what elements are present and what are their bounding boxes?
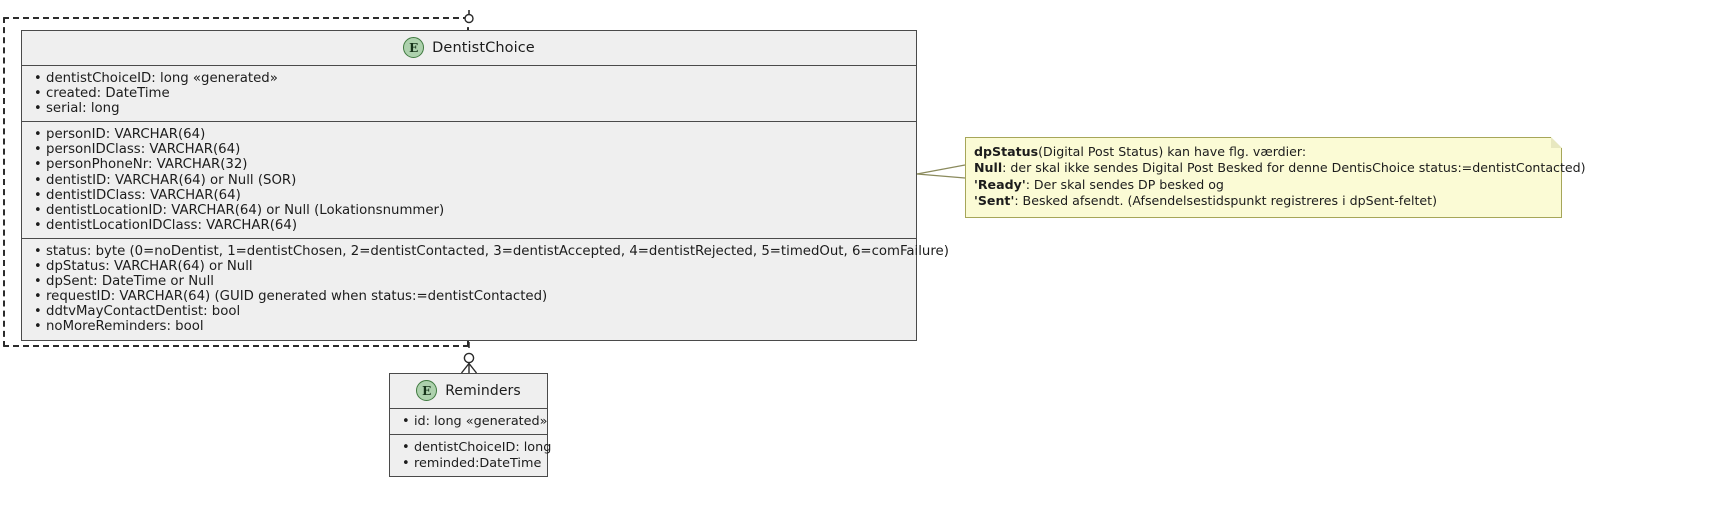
note-line: 'Sent': Besked afsendt. (Afsendelsestids… xyxy=(974,193,1553,209)
note-line-emphasis: Null xyxy=(974,160,1003,176)
dentistchoice-status-compartment: status: byte (0=noDentist, 1=dentistChos… xyxy=(22,237,949,340)
entity-dentistchoice-header: E DentistChoice xyxy=(22,31,916,66)
note-line: 'Ready': Der skal sendes DP besked og xyxy=(974,177,1553,193)
entity-reminders[interactable]: E Reminders id: long «generated» dentist… xyxy=(389,373,551,477)
attribute-row: dentistChoiceID: long «generated» xyxy=(32,71,908,86)
attribute-row: dpSent: DateTime or Null xyxy=(32,274,908,289)
note-line: dpStatus(Digital Post Status) kan have f… xyxy=(974,144,1553,160)
attribute-row: personID: VARCHAR(64) xyxy=(32,127,908,142)
note-line-emphasis: 'Ready' xyxy=(974,176,1026,192)
attribute-row: dentistLocationIDClass: VARCHAR(64) xyxy=(32,218,908,233)
entity-reminders-title: Reminders xyxy=(445,382,521,399)
attribute-row: requestID: VARCHAR(64) (GUID generated w… xyxy=(32,289,908,304)
attribute-row: created: DateTime xyxy=(32,86,908,101)
attribute-row: personPhoneNr: VARCHAR(32) xyxy=(32,157,908,172)
attribute-row: ddtvMayContactDentist: bool xyxy=(32,304,908,319)
attribute-row: dentistID: VARCHAR(64) or Null (SOR) xyxy=(32,173,908,188)
note-line-emphasis: 'Sent' xyxy=(974,193,1015,209)
attribute-row: dpStatus: VARCHAR(64) or Null xyxy=(32,259,908,274)
note-line-text: : der skal ikke sendes Digital Post Besk… xyxy=(1002,160,1586,176)
note-line-text: : Besked afsendt. (Afsendelsestidspunkt … xyxy=(1014,193,1437,209)
dpstatus-note[interactable]: dpStatus(Digital Post Status) kan have f… xyxy=(965,137,1586,218)
entity-stereotype-icon: E xyxy=(416,380,438,401)
attribute-row: dentistLocationID: VARCHAR(64) or Null (… xyxy=(32,203,908,218)
dentistchoice-identity-compartment: dentistChoiceID: long «generated» create… xyxy=(22,66,916,122)
attribute-row: id: long «generated» xyxy=(400,414,548,429)
dentistchoice-person-dentist-compartment: personID: VARCHAR(64) personIDClass: VAR… xyxy=(22,121,916,238)
note-line-emphasis: dpStatus xyxy=(974,144,1039,159)
entity-reminders-header: E Reminders xyxy=(390,374,547,409)
entity-dentistchoice-title: DentistChoice xyxy=(432,39,535,56)
entity-stereotype-icon: E xyxy=(403,37,425,58)
attribute-row: dentistIDClass: VARCHAR(64) xyxy=(32,188,908,203)
attribute-row: status: byte (0=noDentist, 1=dentistChos… xyxy=(32,244,949,259)
entity-dentistchoice[interactable]: E DentistChoice dentistChoiceID: long «g… xyxy=(21,30,949,341)
attribute-row: personIDClass: VARCHAR(64) xyxy=(32,142,908,157)
note-line: Null: der skal ikke sendes Digital Post … xyxy=(974,160,1586,176)
attribute-row: dentistChoiceID: long xyxy=(400,440,551,455)
attribute-row: serial: long xyxy=(32,101,908,116)
attribute-row: reminded:DateTime xyxy=(400,456,541,471)
attribute-row: noMoreReminders: bool xyxy=(32,319,908,334)
reminders-identity-compartment: id: long «generated» xyxy=(390,409,548,435)
note-anchor-line xyxy=(916,164,966,179)
reminders-fields-compartment: dentistChoiceID: long reminded:DateTime xyxy=(390,434,551,476)
note-line-text: : Der skal sendes DP besked og xyxy=(1025,176,1224,192)
note-line-text: (Digital Post Status) kan have flg. værd… xyxy=(1038,144,1307,159)
